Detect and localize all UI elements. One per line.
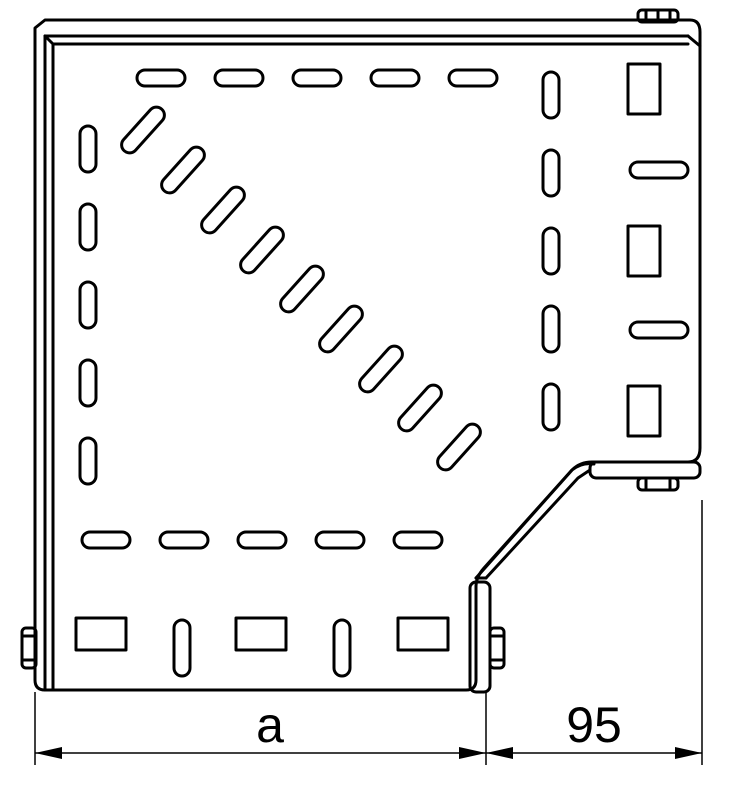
top-slot-row (135, 68, 499, 88)
left-bolt (20, 626, 38, 670)
dimension-label-95: 95 (566, 697, 622, 753)
top-side-wall (43, 34, 702, 48)
right-slot-column (541, 70, 561, 432)
tray-outline (33, 18, 702, 692)
bottom-connector-plate (468, 580, 492, 694)
right-bolt (636, 476, 680, 492)
left-side-wall (43, 34, 55, 692)
bottom-flange-holes (74, 616, 450, 678)
bottom-bolt (488, 626, 506, 670)
diagonal-slot-row (120, 105, 482, 472)
right-connector-plate (588, 460, 702, 480)
dimension-label-a: a (256, 697, 284, 753)
left-slot-column (78, 124, 98, 486)
bottom-slot-row (80, 530, 444, 550)
right-flange-holes (626, 62, 690, 438)
top-bolt (636, 8, 680, 24)
dimension-arrowheads (35, 747, 702, 759)
diagonal-side-wall (474, 462, 596, 580)
